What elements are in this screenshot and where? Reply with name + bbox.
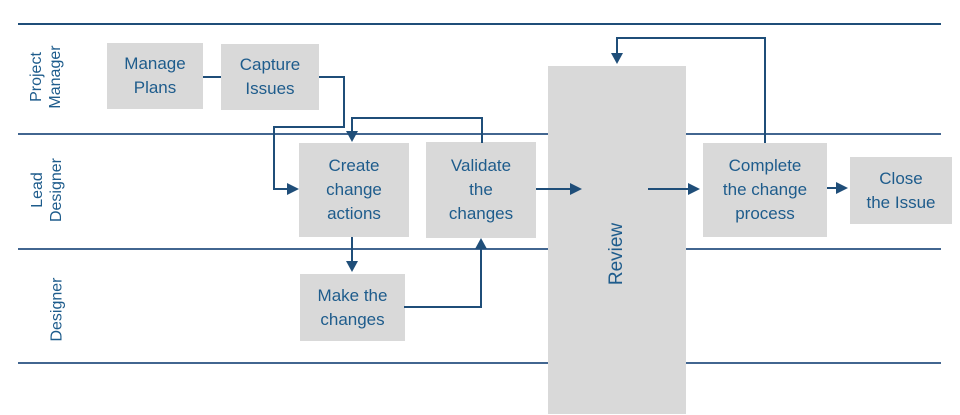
conn-make-to-validate-seg2 xyxy=(480,248,482,308)
conn-capture-to-create-seg5 xyxy=(273,188,289,190)
conn-create-to-make-seg1 xyxy=(351,237,353,263)
conn-validate-to-create-arrowhead-icon xyxy=(346,131,358,142)
conn-complete-to-close-arrowhead-icon xyxy=(836,182,848,194)
lane-divider-lead-designer xyxy=(18,248,941,250)
conn-review-to-complete-arrowhead-icon xyxy=(688,183,700,195)
node-manage-plans: Manage Plans xyxy=(107,43,203,109)
node-capture-issues: Capture Issues xyxy=(221,44,319,110)
conn-complete-to-close-seg1 xyxy=(827,187,838,189)
conn-validate-to-review-arrowhead-icon xyxy=(570,183,582,195)
node-make-the-changes: Make the changes xyxy=(300,274,405,341)
conn-make-to-validate-arrowhead-icon xyxy=(475,238,487,249)
lane-border-top xyxy=(18,23,941,25)
conn-validate-to-create-seg3 xyxy=(351,117,353,133)
conn-complete-to-review-arrowhead-icon xyxy=(611,53,623,64)
conn-validate-to-review-seg1 xyxy=(536,188,572,190)
lane-divider-pm-lead xyxy=(18,133,941,135)
lane-label-lead-designer: Lead Designer xyxy=(29,157,65,223)
conn-validate-to-create-seg2 xyxy=(351,117,483,119)
conn-capture-to-create-seg4 xyxy=(273,126,275,190)
conn-validate-to-create-seg1 xyxy=(481,117,483,143)
conn-create-to-make-arrowhead-icon xyxy=(346,261,358,272)
node-complete-the-change-process: Complete the change process xyxy=(703,143,827,237)
conn-capture-to-create-arrowhead-icon xyxy=(287,183,299,195)
conn-capture-to-create-seg2 xyxy=(343,76,345,128)
conn-capture-to-create-seg1 xyxy=(319,76,345,78)
conn-make-to-validate-seg1 xyxy=(404,306,482,308)
node-create-change-actions: Create change actions xyxy=(299,143,409,237)
conn-complete-to-review-seg2 xyxy=(616,37,766,39)
node-review: Review xyxy=(548,66,686,414)
conn-complete-to-review-seg3 xyxy=(616,37,618,54)
conn-capture-to-create-seg3 xyxy=(273,126,345,128)
conn-review-to-complete-seg1 xyxy=(648,188,690,190)
lane-label-project-manager: Project Manager xyxy=(28,45,64,109)
review-label: Review xyxy=(606,222,627,286)
lane-label-designer: Designer xyxy=(48,277,66,342)
node-validate-the-changes: Validate the changes xyxy=(426,142,536,238)
lane-border-bottom xyxy=(18,362,941,364)
conn-complete-to-review-seg1 xyxy=(764,37,766,143)
conn-manage-to-capture xyxy=(203,76,221,78)
node-close-the-issue: Close the Issue xyxy=(850,157,952,224)
